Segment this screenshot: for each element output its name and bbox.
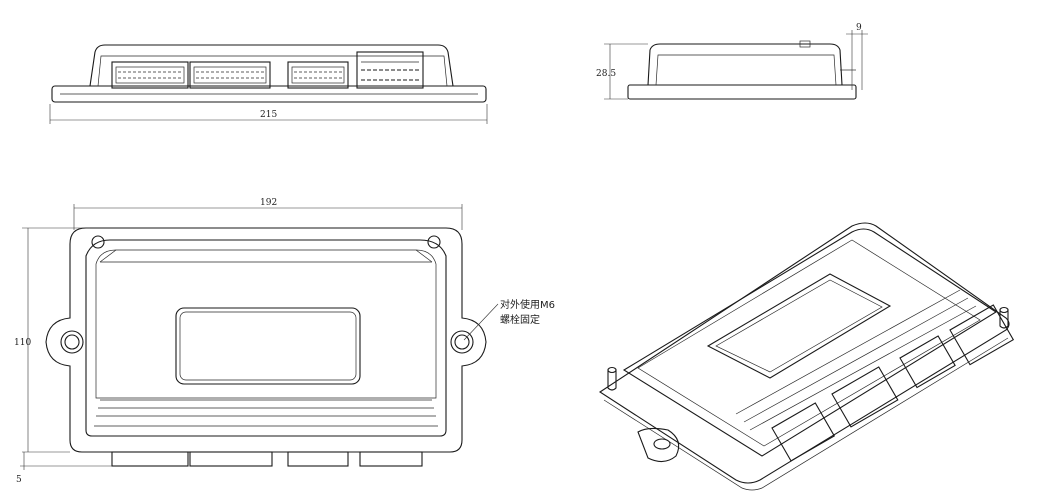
label-window	[175, 307, 361, 385]
connector-1	[111, 61, 189, 89]
note-line-1: 对外使用M6	[500, 298, 555, 311]
dim-110-label: 110	[14, 338, 31, 348]
dim-28-5-label: 28.5	[596, 69, 616, 79]
dimension-height-side: 28.5	[596, 43, 648, 100]
dim-5-label: 5	[16, 475, 22, 485]
connector-2	[189, 61, 271, 89]
dim-192-label: 192	[260, 198, 277, 208]
dimension-width-top: 192	[73, 198, 463, 230]
dimension-width-front: 215	[49, 104, 488, 124]
dimension-side-offset: 9	[846, 23, 868, 90]
dim-9-label: 9	[856, 23, 862, 33]
mounting-hole-right	[450, 330, 474, 354]
dim-215-label: 215	[260, 110, 277, 120]
corner-hole-top-left	[91, 235, 105, 249]
front-view: 215	[49, 44, 488, 124]
side-view: 28.5 9	[596, 23, 868, 100]
connector-3	[287, 61, 349, 89]
isometric-view	[598, 222, 1015, 491]
iso-label-window	[706, 273, 892, 379]
top-view: 192 110 5 对外使用M6 螺栓固定	[14, 198, 555, 485]
dimension-height-top: 110	[14, 227, 90, 453]
dimension-bottom-offset: 5	[16, 452, 112, 485]
note-line-2: 螺栓固定	[500, 313, 540, 326]
mounting-note: 对外使用M6 螺栓固定	[463, 298, 555, 341]
mounting-hole-left	[60, 330, 84, 354]
corner-hole-top-right	[427, 235, 441, 249]
connector-4	[356, 51, 424, 89]
